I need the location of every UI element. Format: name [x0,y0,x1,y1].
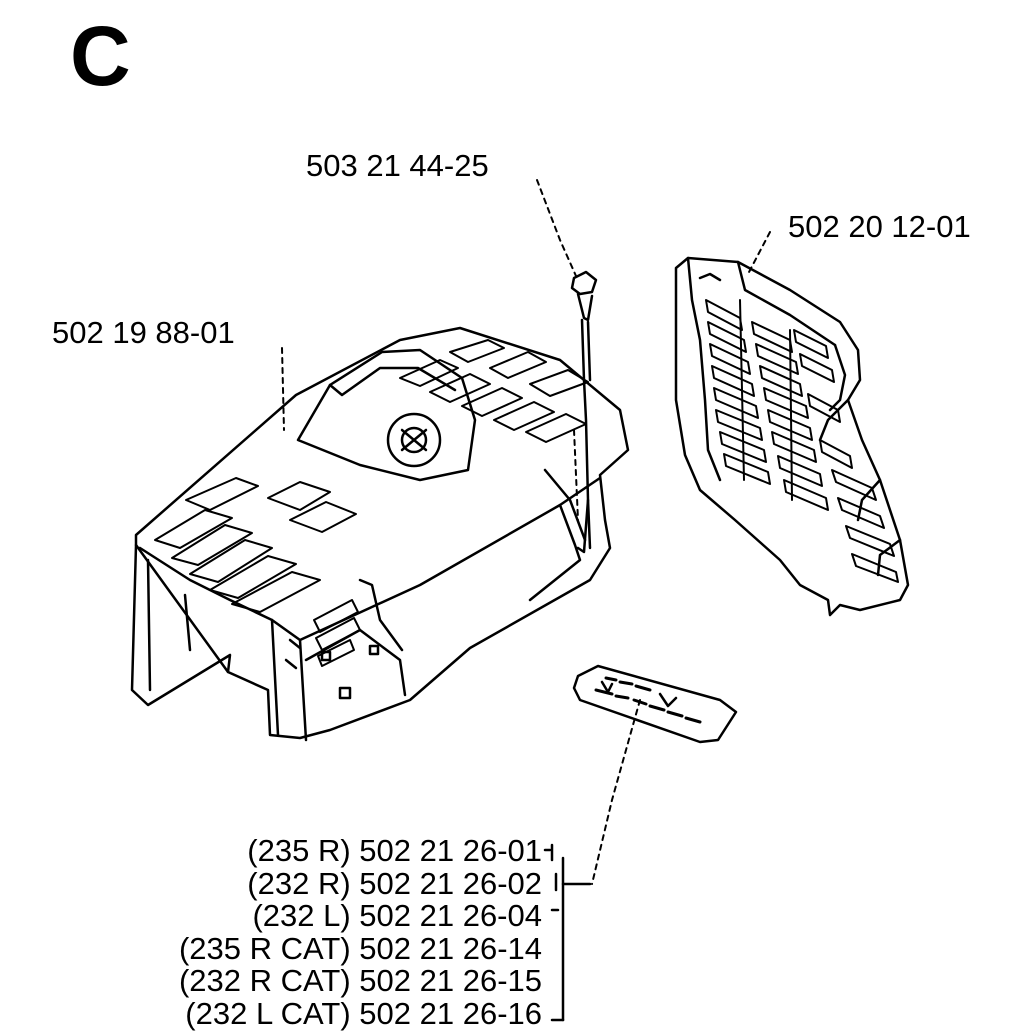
cylinder-cover-side-vents [313,599,361,667]
cylinder-cover-drawing [130,326,630,742]
air-filter-grille-slats [705,299,899,583]
cylinder-cover-right-vents [399,339,589,443]
callout-air-filter-cover-number: 502 20 12-01 [788,209,971,244]
screw-drawing [570,270,598,554]
decal-part-row: (232 L CAT) 502 21 26-16 [185,995,542,1031]
cylinder-cover-left-vents [154,477,357,613]
decal-drawing [572,664,738,744]
leader-cylinder-cover [281,347,285,431]
leader-lines [281,179,771,885]
decal-part-list: (235 R) 502 21 26-01 (232 R) 502 21 26-0… [178,833,542,1031]
decal-part-row: (232 L) 502 21 26-04 [252,898,542,933]
section-letter: C [70,9,131,103]
air-filter-cover-drawing [674,256,910,617]
decal-part-row: (232 R) 502 21 26-02 [247,865,542,901]
leader-screw-lower [573,429,579,521]
decal-part-row: (232 R CAT) 502 21 26-15 [178,963,542,998]
decal-part-row: (235 R CAT) 502 21 26-14 [178,930,542,966]
decal-part-row: (235 R) 502 21 26-01 [247,833,542,868]
callout-cylinder-cover-number: 502 19 88-01 [52,315,235,350]
part-list-bracket [543,843,592,1022]
leader-air-filter-cover [747,231,771,275]
leader-screw [536,179,577,277]
callout-screw-number: 503 21 44-25 [306,148,489,183]
leader-decal [591,699,641,885]
